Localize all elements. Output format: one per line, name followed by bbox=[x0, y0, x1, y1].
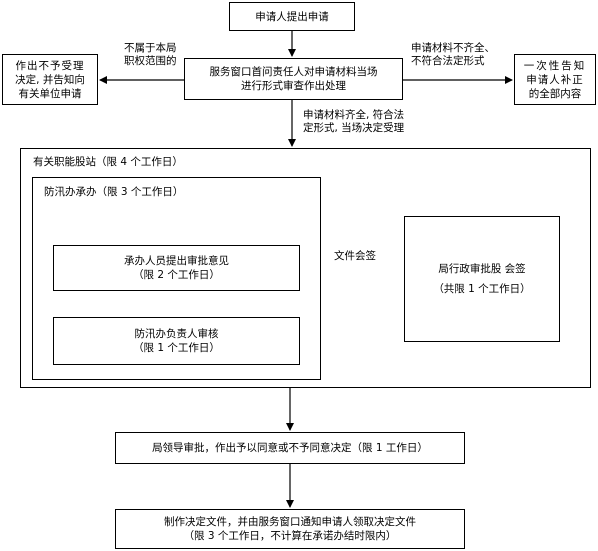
leader-approval-node: 局领导审批，作出予以同意或不予同意决定（限 1 工作日） bbox=[115, 432, 465, 464]
reject-text-line2: 决定, 并告知向 bbox=[15, 73, 85, 86]
label-incomplete-line1: 申请材料不齐全、 bbox=[411, 42, 495, 54]
leader-approval-text: 局领导审批，作出予以同意或不予同意决定（限 1 工作日） bbox=[152, 442, 428, 454]
admin-approval-node: 局行政审批股 会签 （共限 1 个工作日） bbox=[404, 216, 560, 342]
final-document-line1: 制作决定文件，并由服务窗口通知申请人领取决定文件 bbox=[164, 516, 416, 528]
head-review-line1: 防汛办负责人审核 bbox=[134, 328, 219, 340]
label-incomplete-line2: 不符合法定形式 bbox=[411, 55, 485, 67]
label-complete-line2: 定形式, 当场决定受理 bbox=[303, 122, 405, 134]
label-countersign: 文件会签 bbox=[334, 250, 376, 262]
review-node: 服务窗口首问责任人对申请材料当场 进行形式审查作出处理 bbox=[184, 58, 403, 100]
staff-opinion-line1: 承办人员提出审批意见 bbox=[124, 255, 229, 267]
label-out-of-scope-line2: 职权范围的 bbox=[124, 55, 177, 67]
reject-node: 作出不予受理 决定, 并告知向 有关单位申请 bbox=[2, 54, 98, 105]
head-review-line2: （限 1 个工作日） bbox=[133, 342, 220, 354]
start-text: 申请人提出申请 bbox=[255, 10, 329, 23]
label-complete-line1: 申请材料齐全, 符合法 bbox=[303, 109, 405, 121]
flood-office-title: 防汛办承办（限 3 个工作日） bbox=[44, 186, 184, 198]
final-document-line2: （限 3 个工作日，不计算在承诺办结时限内） bbox=[183, 530, 397, 542]
head-review-node: 防汛办负责人审核 （限 1 个工作日） bbox=[53, 317, 300, 365]
staff-opinion-node: 承办人员提出审批意见 （限 2 个工作日） bbox=[53, 245, 300, 291]
review-text-line1: 服务窗口首问责任人对申请材料当场 bbox=[209, 66, 378, 78]
staff-opinion-line2: （限 2 个工作日） bbox=[133, 269, 220, 281]
notify-text-line2: 申请人补正 bbox=[526, 73, 584, 86]
notify-text-line3: 的全部内容 bbox=[528, 87, 582, 100]
final-document-node: 制作决定文件，并由服务窗口通知申请人领取决定文件 （限 3 个工作日，不计算在承… bbox=[115, 509, 465, 549]
start-node: 申请人提出申请 bbox=[229, 2, 355, 31]
admin-approval-line1: 局行政审批股 会签 bbox=[438, 263, 526, 275]
reject-text-line1: 作出不予受理 bbox=[15, 59, 85, 72]
admin-approval-line2: （共限 1 个工作日） bbox=[433, 283, 531, 295]
review-text-line2: 进行形式审查作出处理 bbox=[241, 80, 346, 92]
label-out-of-scope-line1: 不属于本局 bbox=[124, 42, 177, 54]
notify-node: 一次性告知 申请人补正 的全部内容 bbox=[514, 54, 596, 105]
notify-text-line1: 一次性告知 bbox=[523, 59, 587, 72]
department-title: 有关职能股站（限 4 个工作日） bbox=[33, 156, 183, 168]
reject-text-line3: 有关单位申请 bbox=[18, 87, 82, 100]
